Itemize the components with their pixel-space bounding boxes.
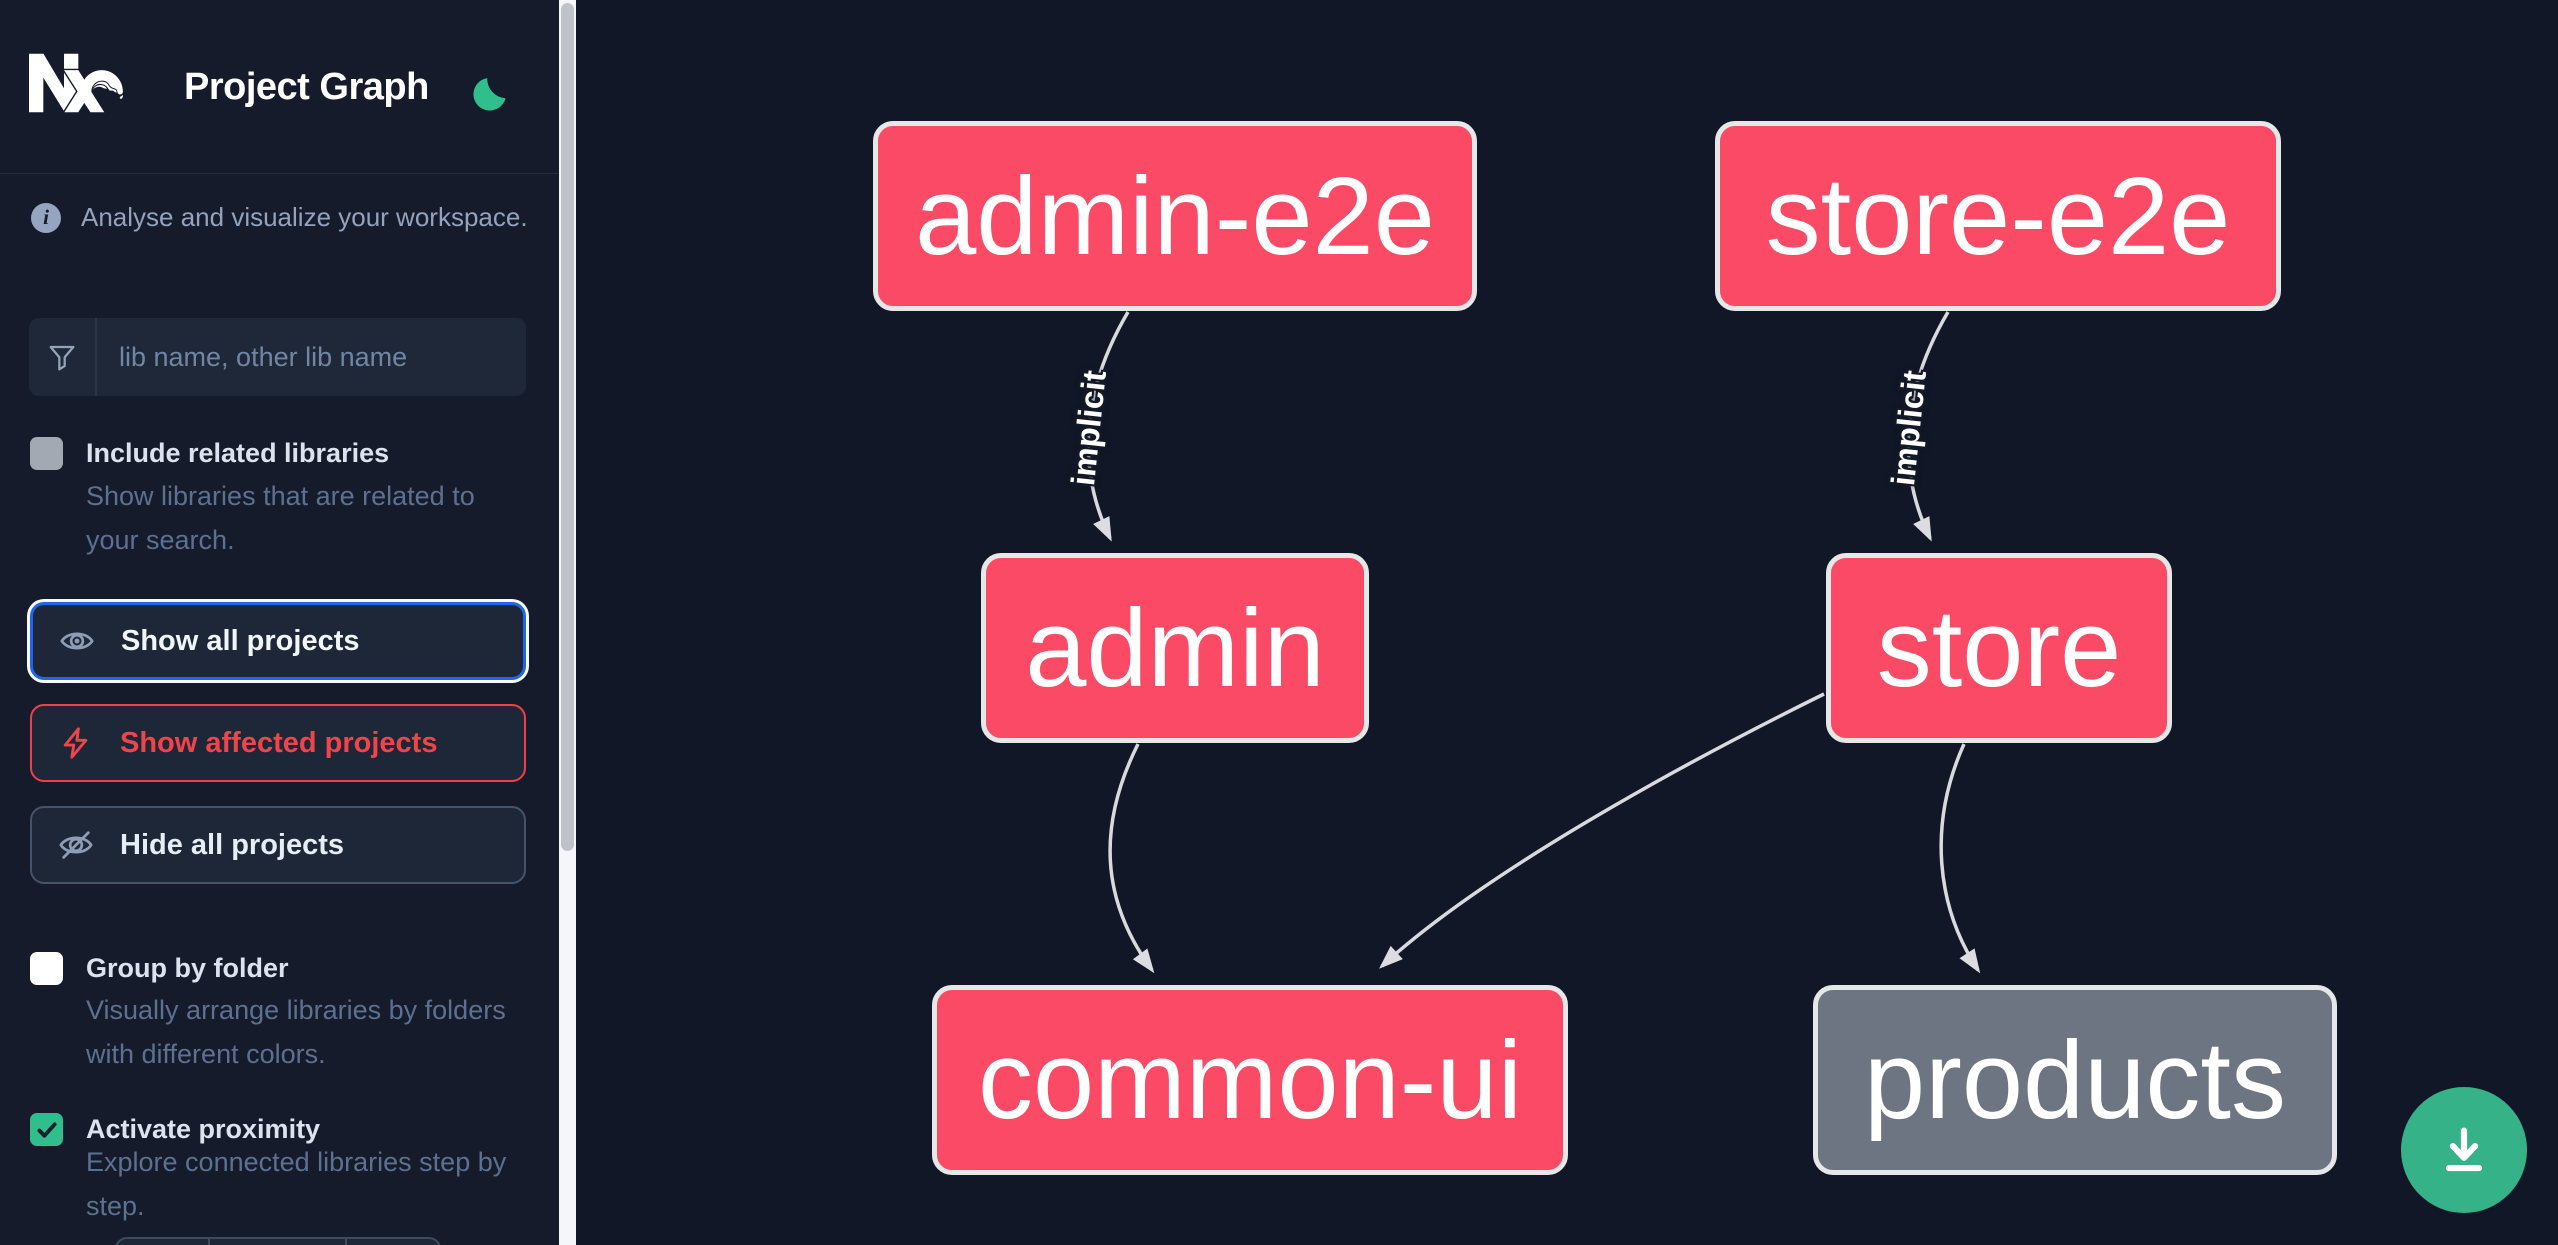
include-related-row: Include related libraries — [30, 437, 389, 470]
info-icon: i — [31, 202, 61, 233]
checkmark-icon — [36, 1121, 57, 1138]
tagline-text: Analyse and visualize your workspace. — [81, 202, 528, 232]
project-node-admin-e2e[interactable]: admin-e2e — [873, 121, 1477, 311]
download-icon — [2445, 1127, 2483, 1172]
hide-all-projects-button[interactable]: Hide all projects — [30, 806, 526, 884]
node-label: store — [1876, 586, 2122, 710]
group-by-folder-checkbox[interactable] — [30, 952, 63, 985]
project-node-admin[interactable]: admin — [981, 553, 1369, 743]
node-label: admin — [1025, 586, 1325, 710]
show-affected-projects-button[interactable]: Show affected projects — [30, 704, 526, 782]
project-node-products[interactable]: products — [1813, 985, 2337, 1175]
sidebar-header: Project Graph — [0, 0, 559, 174]
project-node-common-ui[interactable]: common-ui — [932, 985, 1568, 1175]
activate-proximity-description: Explore connected libraries step by step… — [86, 1147, 507, 1221]
activate-proximity-label: Activate proximity — [86, 1114, 321, 1144]
group-by-folder-row: Group by folder — [30, 952, 289, 985]
depth-increment-segment[interactable] — [347, 1239, 439, 1245]
nx-logo — [29, 53, 123, 113]
dark-mode-toggle-moon-icon[interactable] — [472, 74, 510, 112]
download-graph-button[interactable] — [2401, 1087, 2527, 1213]
depth-decrement-segment[interactable] — [117, 1239, 210, 1245]
activate-proximity-checkbox[interactable] — [30, 1113, 63, 1146]
node-label: admin-e2e — [915, 154, 1435, 278]
sidebar-scrollbar-thumb[interactable] — [561, 3, 574, 851]
project-node-store[interactable]: store — [1826, 553, 2172, 743]
sidebar-scrollbar-track[interactable] — [559, 0, 576, 1245]
search-box — [29, 318, 526, 396]
include-related-label: Include related libraries — [86, 438, 390, 468]
activate-proximity-row: Activate proximity — [30, 1113, 320, 1146]
show-affected-projects-label: Show affected projects — [120, 726, 438, 759]
group-by-folder-label: Group by folder — [86, 953, 289, 983]
filter-funnel-icon — [29, 318, 97, 396]
node-label: store-e2e — [1765, 154, 2231, 278]
eye-off-icon — [59, 831, 93, 859]
lightning-bolt-icon — [63, 727, 88, 759]
include-related-checkbox[interactable] — [30, 437, 63, 470]
node-label: products — [1864, 1018, 2286, 1142]
node-label: common-ui — [977, 1018, 1523, 1142]
group-by-folder-description: Visually arrange libraries by folders wi… — [86, 995, 506, 1069]
project-node-store-e2e[interactable]: store-e2e — [1715, 121, 2281, 311]
tagline-row: i Analyse and visualize your workspace. — [31, 202, 528, 233]
proximity-depth-control[interactable] — [115, 1237, 441, 1245]
show-all-projects-button[interactable]: Show all projects — [30, 602, 526, 680]
hide-all-projects-label: Hide all projects — [120, 828, 345, 861]
eye-icon — [60, 632, 94, 650]
page-title: Project Graph — [184, 66, 429, 108]
sidebar: Project Graph i Analyse and visualize yo… — [0, 0, 559, 1245]
search-input[interactable] — [97, 318, 526, 396]
show-all-projects-label: Show all projects — [121, 624, 360, 657]
include-related-description: Show libraries that are related to your … — [86, 481, 475, 555]
depth-value-segment — [210, 1239, 347, 1245]
